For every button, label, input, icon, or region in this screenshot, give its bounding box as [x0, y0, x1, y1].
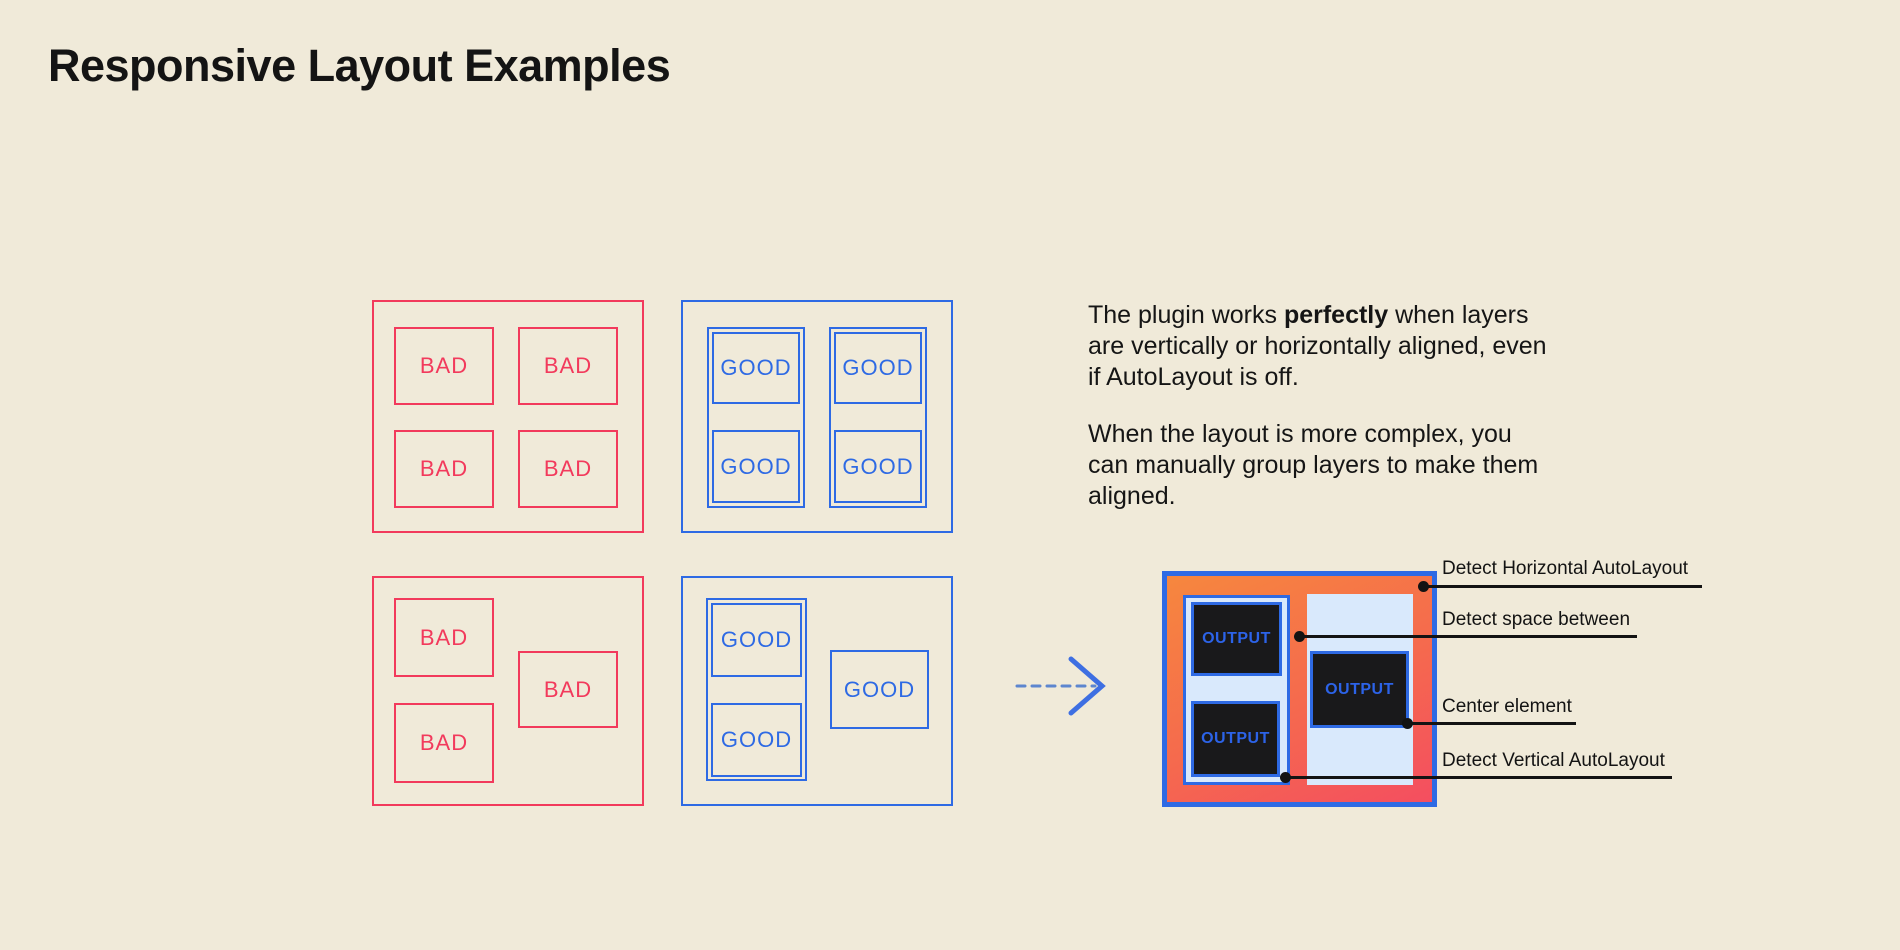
good-layer-box: GOOD — [711, 703, 802, 777]
detected-center-panel: OUTPUT — [1307, 594, 1413, 785]
annotation-line — [1405, 722, 1576, 725]
good-column-wrapper: GOOD GOOD — [707, 327, 805, 508]
good-layer-box: GOOD — [711, 603, 802, 677]
bad-layer-box: BAD — [394, 430, 494, 508]
bad-layer-box: BAD — [394, 327, 494, 405]
annotation-label: Center element — [1442, 696, 1572, 717]
page-title: Responsive Layout Examples — [48, 40, 671, 91]
annotation-label: Detect space between — [1442, 609, 1631, 630]
annotation-label: Detect Vertical AutoLayout — [1442, 750, 1665, 771]
description-paragraph-1: The plugin works perfectly when layers a… — [1088, 300, 1558, 393]
annotation-line — [1420, 585, 1702, 588]
good-layer-box: GOOD — [834, 332, 922, 404]
good-scattered-group: GOOD GOOD GOOD — [681, 576, 953, 806]
good-column-wrapper: GOOD GOOD — [706, 598, 807, 781]
description-text-run: when layers are vertically or horizontal… — [1088, 301, 1547, 391]
annotation-dot — [1402, 718, 1413, 729]
annotation-dot — [1418, 581, 1429, 592]
bad-scattered-group: BAD BAD BAD — [372, 576, 644, 806]
output-diagram: OUTPUT OUTPUT OUTPUT — [1162, 571, 1437, 807]
output-box: OUTPUT — [1191, 701, 1280, 777]
bad-layer-box: BAD — [518, 327, 618, 405]
annotation-line — [1283, 776, 1672, 779]
annotation-dot — [1294, 631, 1305, 642]
description-bold-run: perfectly — [1283, 301, 1389, 329]
bad-grid-group: BAD BAD BAD BAD — [372, 300, 644, 533]
dashed-arrow-right-icon — [1015, 656, 1106, 716]
description-text: The plugin works perfectly when layers a… — [1088, 300, 1558, 512]
annotation-line — [1297, 635, 1637, 638]
good-layer-box: GOOD — [712, 332, 800, 404]
bad-layer-box: BAD — [518, 430, 618, 508]
annotation-dot — [1280, 772, 1291, 783]
annotation-label: Detect Horizontal AutoLayout — [1442, 558, 1689, 579]
good-grid-group: GOOD GOOD GOOD GOOD — [681, 300, 953, 533]
good-column-wrapper: GOOD GOOD — [829, 327, 927, 508]
bad-layer-box: BAD — [518, 651, 618, 728]
output-box: OUTPUT — [1191, 602, 1282, 676]
good-layer-box: GOOD — [834, 430, 922, 503]
description-text-run: The plugin works — [1088, 301, 1284, 329]
good-layer-box: GOOD — [830, 650, 929, 729]
output-box: OUTPUT — [1310, 651, 1409, 728]
bad-layer-box: BAD — [394, 598, 494, 677]
bad-layer-box: BAD — [394, 703, 494, 783]
good-layer-box: GOOD — [712, 430, 800, 503]
detected-vertical-autolayout-panel: OUTPUT OUTPUT — [1183, 595, 1290, 785]
description-paragraph-2: When the layout is more complex, you can… — [1088, 420, 1539, 510]
